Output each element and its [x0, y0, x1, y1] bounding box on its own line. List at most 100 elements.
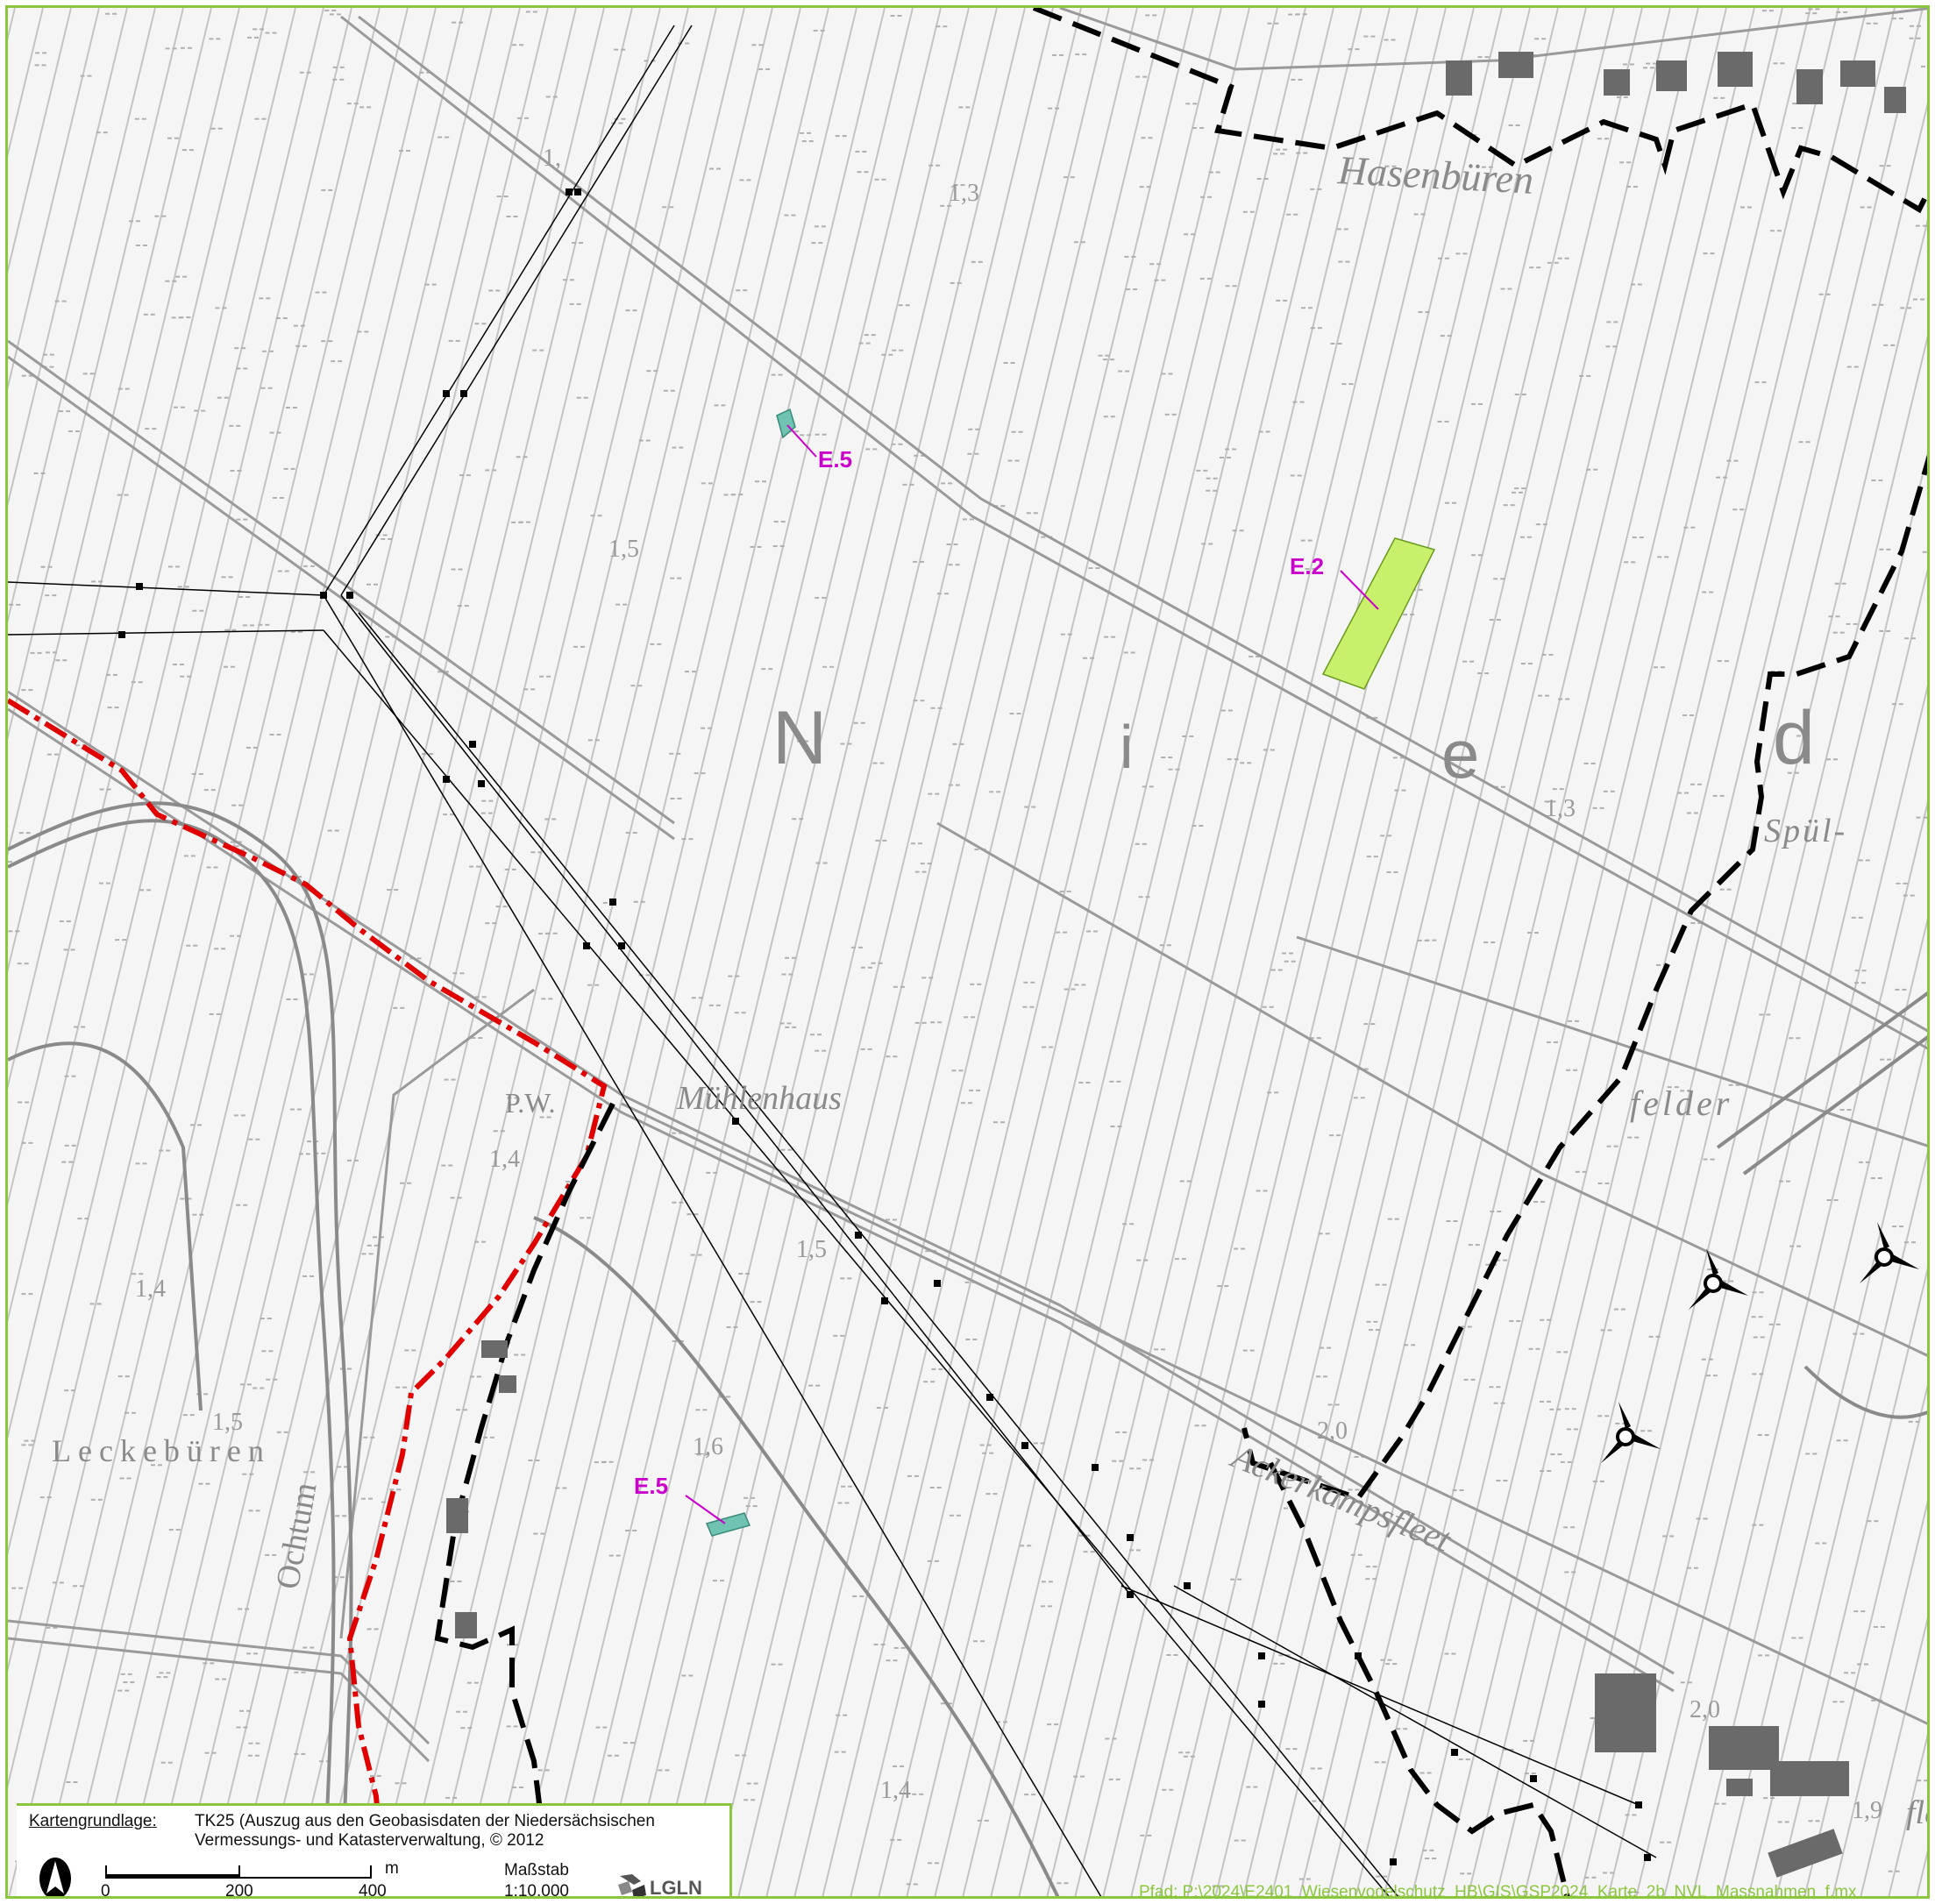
meadow-symbol: [1843, 11, 1848, 13]
label-fle: fle: [1906, 1794, 1927, 1831]
meadow-symbol: [996, 791, 1001, 793]
meadow-symbol: [1655, 1335, 1661, 1338]
meadow-symbol: [247, 36, 253, 39]
meadow-symbol: [1729, 1280, 1734, 1282]
meadow-symbol: [1156, 263, 1162, 266]
meadow-symbol: [1560, 1460, 1565, 1463]
meadow-symbol: [608, 1460, 614, 1463]
meadow-symbol: [1634, 1136, 1640, 1139]
meadow-symbol: [180, 1197, 185, 1200]
meadow-symbol: [1307, 539, 1313, 542]
meadow-symbol: [1262, 1005, 1267, 1008]
meadow-symbol: [1234, 758, 1239, 761]
meadow-symbol: [160, 1761, 166, 1764]
meadow-symbol: [1768, 10, 1774, 12]
meadow-symbol: [686, 1213, 692, 1216]
meadow-symbol: [1702, 591, 1707, 593]
meadow-symbol: [247, 1754, 253, 1757]
meadow-symbol: [309, 973, 314, 976]
meadow-symbol: [1386, 870, 1391, 873]
meadow-symbol: [712, 1580, 717, 1582]
meadow-symbol: [130, 1681, 135, 1684]
meadow-symbol: [1387, 1659, 1392, 1661]
meadow-symbol: [1924, 1780, 1927, 1782]
meadow-symbol: [1752, 1373, 1757, 1375]
meadow-symbol: [1547, 261, 1552, 264]
meadow-symbol: [1110, 359, 1115, 361]
meadow-symbol: [165, 280, 170, 282]
big-letter-i: i: [1120, 713, 1134, 781]
meadow-symbol: [937, 1021, 943, 1024]
meadow-symbol: [1168, 757, 1173, 759]
meadow-symbol: [495, 289, 501, 292]
meadow-symbol: [552, 932, 558, 934]
meadow-symbol: [1353, 1097, 1358, 1099]
meadow-symbol: [1622, 63, 1627, 66]
meadow-symbol: [1470, 554, 1476, 557]
meadow-symbol: [1253, 1786, 1258, 1788]
meadow-symbol: [779, 545, 785, 548]
meadow-symbol: [129, 220, 134, 223]
meadow-symbol: [928, 792, 933, 795]
meadow-symbol: [815, 433, 820, 436]
meadow-symbol: [897, 14, 902, 17]
meadow-symbol: [637, 685, 643, 687]
meadow-symbol: [1916, 25, 1921, 27]
meadow-symbol: [245, 595, 251, 598]
meadow-symbol: [1191, 233, 1196, 236]
meadow-symbol: [406, 150, 411, 153]
meadow-symbol: [1154, 1348, 1159, 1351]
meadow-symbol: [1787, 771, 1792, 774]
meadow-symbol: [1839, 1701, 1845, 1703]
meadow-symbol: [1330, 342, 1335, 345]
meadow-symbol: [187, 675, 192, 678]
meadow-symbol: [258, 623, 263, 626]
meadow-symbol: [1136, 1549, 1142, 1552]
meadow-symbol: [186, 944, 191, 947]
meadow-symbol: [367, 1497, 373, 1500]
meadow-symbol: [265, 623, 270, 626]
meadow-symbol: [907, 1474, 913, 1477]
meadow-symbol: [964, 1281, 970, 1283]
meadow-symbol: [1041, 536, 1046, 538]
meadow-symbol: [1382, 1283, 1387, 1286]
meadow-symbol: [1310, 1767, 1315, 1770]
meadow-symbol: [229, 424, 234, 427]
meadow-symbol: [706, 1171, 711, 1174]
meadow-symbol: [1178, 1751, 1184, 1754]
meadow-symbol: [150, 1464, 155, 1467]
meadow-symbol: [172, 47, 177, 50]
meadow-symbol: [322, 291, 327, 294]
meadow-symbol: [1241, 1839, 1246, 1842]
meadow-symbol: [1122, 1223, 1128, 1226]
meadow-symbol: [1599, 806, 1604, 809]
power-pylon: [1451, 1749, 1458, 1756]
meadow-symbol: [847, 742, 852, 745]
meadow-symbol: [523, 456, 528, 458]
meadow-symbol: [1541, 653, 1547, 656]
meadow-symbol: [881, 178, 886, 181]
meadow-symbol: [1206, 489, 1211, 492]
meadow-symbol: [685, 42, 690, 45]
meadow-symbol: [681, 838, 686, 841]
meadow-symbol: [1348, 48, 1353, 51]
meadow-symbol: [872, 448, 878, 451]
meadow-symbol: [1086, 930, 1092, 933]
meadow-symbol: [701, 772, 706, 775]
meadow-symbol: [701, 482, 706, 485]
field-hatch-line: [1916, 1850, 1927, 1896]
meadow-symbol: [947, 1702, 952, 1705]
meadow-symbol: [1048, 1581, 1053, 1583]
meadow-symbol: [579, 242, 584, 245]
meadow-symbol: [715, 167, 721, 170]
field-hatch-line: [513, 8, 970, 1896]
meadow-symbol: [1502, 1749, 1507, 1751]
field-hatch-line: [8, 8, 44, 158]
topographic-map[interactable]: [8, 8, 1930, 1899]
meadow-symbol: [1142, 842, 1147, 845]
meadow-symbol: [1135, 842, 1140, 845]
meadow-symbol: [310, 1471, 316, 1474]
meadow-symbol: [299, 71, 304, 74]
meadow-symbol: [119, 1477, 124, 1480]
meadow-symbol: [1116, 1080, 1121, 1083]
